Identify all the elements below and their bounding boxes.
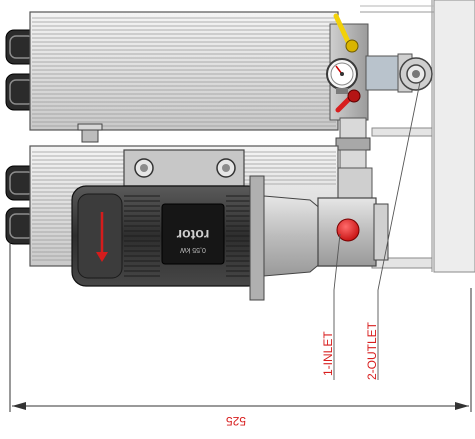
breather-fitting [77,123,103,143]
upper-cylinder [5,11,339,131]
width-dimension-value: 525 [226,414,246,428]
frame-right [360,0,475,273]
valve-block [326,13,433,121]
yellow-lever-icon[interactable] [333,13,353,49]
pressure-pipe [333,117,373,201]
motor-bracket [123,149,245,187]
callout-leaders [333,81,421,380]
pump-assembly [249,175,389,301]
inlet-label: 1-INLET [321,331,335,376]
nameplate-rating: 0,55 kW [180,246,206,253]
motor-nameplate [161,203,225,265]
outlet-label: 2-OUTLET [365,321,379,380]
nameplate-brand: rotor [176,227,209,243]
width-dimension [9,240,472,412]
inlet-port-icon [336,218,360,242]
electric-motor: rotor 0,55 kW [71,185,263,287]
